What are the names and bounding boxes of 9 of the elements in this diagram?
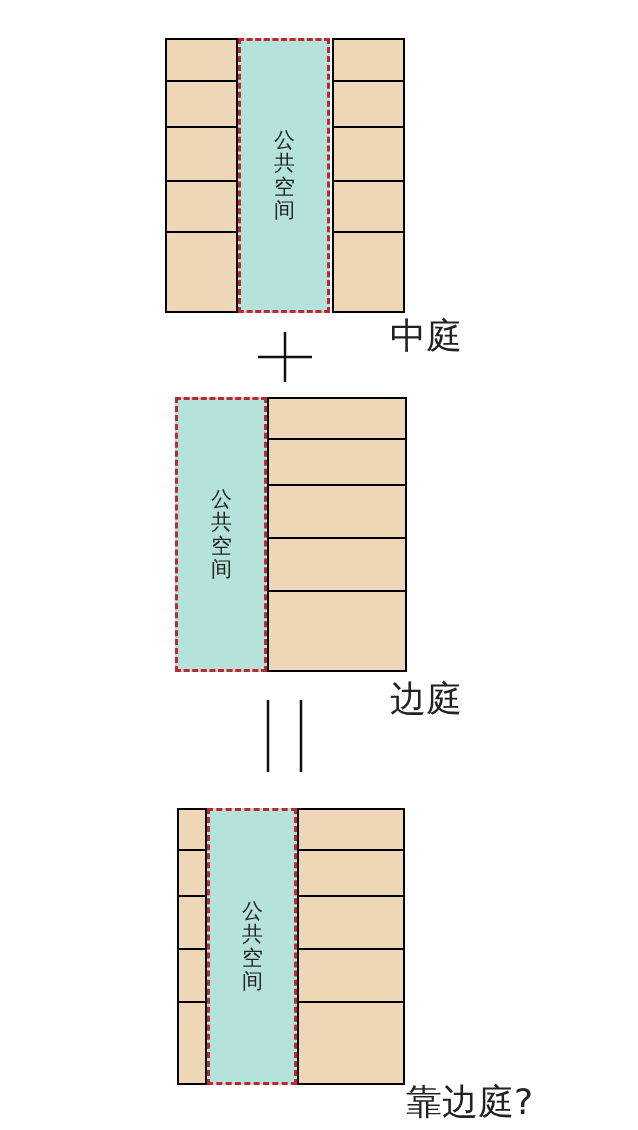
public-space-zone (175, 397, 267, 672)
zone-label: 公共空间 (273, 129, 295, 222)
public-space-zone (207, 808, 297, 1085)
caption-label: 边庭 (390, 681, 462, 717)
caption-label: 靠边庭? (406, 1084, 534, 1120)
zone-label: 公共空间 (241, 900, 263, 993)
zone-label: 公共空间 (210, 488, 232, 581)
public-space-zone (238, 38, 330, 313)
caption-label: 中庭 (390, 318, 462, 354)
